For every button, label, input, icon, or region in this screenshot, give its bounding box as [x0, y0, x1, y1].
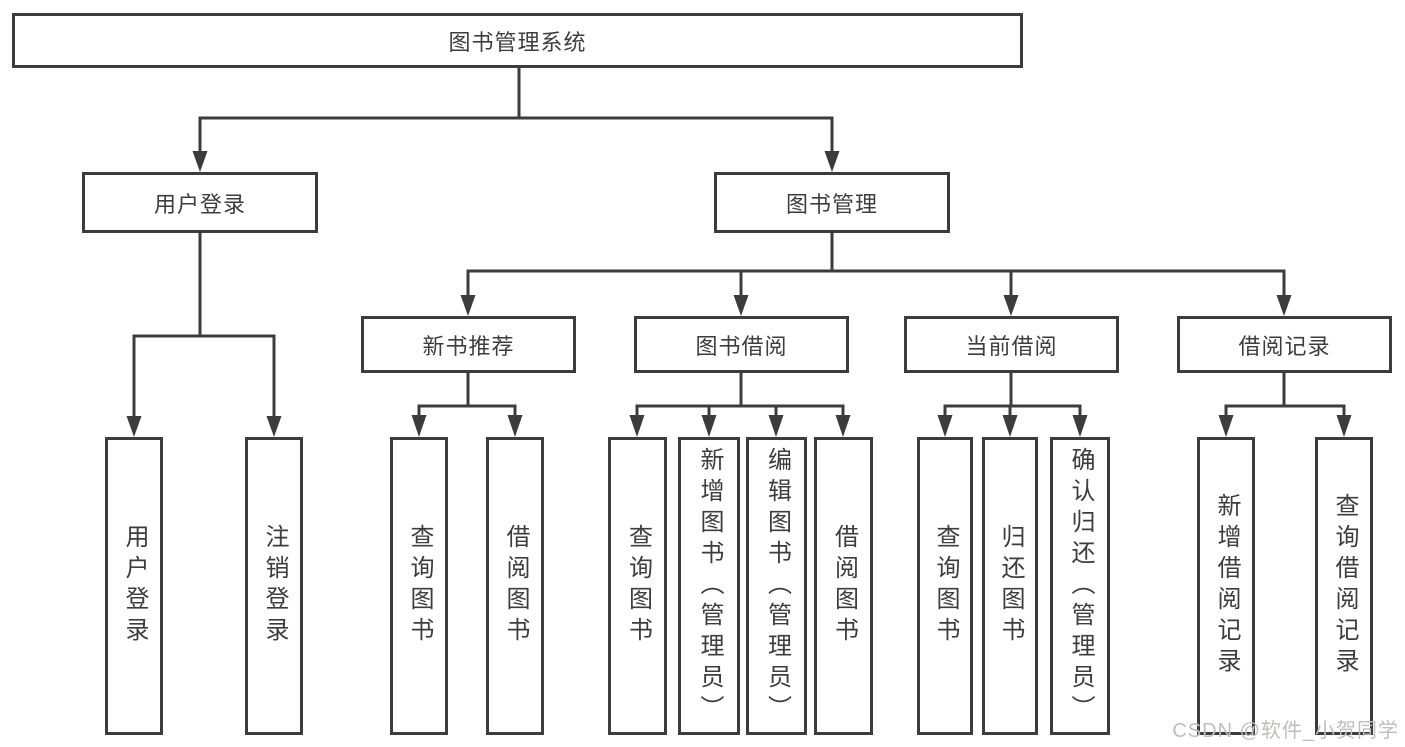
leaf-edit-books-admin: 编辑图书（管理员） — [746, 437, 807, 735]
leaf-add-books-admin: 新增图书（管理员） — [678, 437, 740, 735]
leaf-query-books-current: 查询图书 — [917, 437, 973, 735]
arrow-down-icon — [835, 415, 851, 437]
connector-current-to-leaves — [937, 371, 1088, 437]
arrow-down-icon — [460, 295, 476, 316]
leaf-user-login: 用户登录 — [105, 437, 163, 735]
arrow-down-icon — [1276, 295, 1292, 316]
arrow-down-icon — [1218, 415, 1234, 437]
arrow-down-icon — [266, 416, 282, 437]
leaf-query-books-current-label: 查询图书 — [932, 524, 959, 648]
arrow-down-icon — [192, 151, 208, 172]
arrow-down-icon — [1003, 295, 1019, 316]
node-root: 图书管理系统 — [12, 13, 1023, 68]
node-user-login: 用户登录 — [82, 172, 318, 233]
arrow-down-icon — [701, 415, 717, 437]
leaf-add-borrow-record: 新增借阅记录 — [1197, 437, 1255, 735]
connector-bookmgmt-to-level2 — [460, 231, 1292, 316]
node-borrowing-records: 借阅记录 — [1177, 316, 1392, 373]
leaf-borrow-books-borrowing-label: 借阅图书 — [830, 524, 858, 648]
leaf-confirm-return-admin-label: 确认归还（管理员） — [1067, 446, 1094, 726]
connector-userlogin-to-leaves — [126, 231, 282, 437]
arrow-down-icon — [126, 416, 142, 437]
leaf-logout: 注销登录 — [245, 437, 303, 735]
leaf-query-books-borrowing-label: 查询图书 — [624, 524, 652, 648]
leaf-add-borrow-record-label: 新增借阅记录 — [1213, 493, 1240, 679]
leaf-user-login-label: 用户登录 — [121, 524, 148, 648]
node-book-management-label: 图书管理 — [785, 191, 878, 217]
connector-newbooks-to-leaves — [411, 371, 523, 437]
leaf-query-books-borrowing: 查询图书 — [608, 437, 667, 735]
leaf-query-books-recommend-label: 查询图书 — [406, 524, 433, 648]
arrow-down-icon — [937, 415, 953, 437]
leaf-logout-label: 注销登录 — [261, 524, 288, 648]
connector-records-to-leaves — [1218, 371, 1352, 437]
connector-borrowing-to-leaves — [629, 371, 851, 437]
node-book-management: 图书管理 — [714, 172, 950, 233]
leaf-confirm-return-admin: 确认归还（管理员） — [1050, 437, 1110, 735]
leaf-query-books-recommend: 查询图书 — [390, 437, 448, 735]
node-new-book-recommend: 新书推荐 — [361, 316, 576, 373]
node-book-borrowing-label: 图书借阅 — [695, 333, 788, 359]
node-current-borrowing-label: 当前借阅 — [965, 333, 1058, 359]
arrow-down-icon — [411, 415, 427, 437]
leaf-query-borrow-record-label: 查询借阅记录 — [1331, 493, 1358, 679]
arrow-down-icon — [1336, 415, 1352, 437]
leaf-borrow-books-recommend-label: 借阅图书 — [502, 524, 529, 648]
arrow-down-icon — [1002, 415, 1018, 437]
node-root-label: 图书管理系统 — [448, 29, 587, 55]
arrow-down-icon — [1072, 415, 1088, 437]
arrow-down-icon — [629, 415, 645, 437]
arrow-down-icon — [507, 415, 523, 437]
leaf-borrow-books-recommend: 借阅图书 — [486, 437, 544, 735]
node-borrowing-records-label: 借阅记录 — [1238, 333, 1331, 359]
watermark-text: CSDN @软件_小贺同学 — [1172, 720, 1399, 742]
arrow-down-icon — [733, 295, 749, 316]
node-book-borrowing: 图书借阅 — [634, 316, 849, 373]
node-user-login-label: 用户登录 — [153, 191, 246, 217]
connector-root-to-level1 — [192, 66, 840, 172]
leaf-query-borrow-record: 查询借阅记录 — [1315, 437, 1373, 735]
node-current-borrowing: 当前借阅 — [904, 316, 1119, 373]
leaf-return-books-label: 归还图书 — [997, 524, 1024, 648]
leaf-edit-books-admin-label: 编辑图书（管理员） — [763, 446, 791, 726]
leaf-add-books-admin-label: 新增图书（管理员） — [696, 446, 723, 726]
node-new-book-recommend-label: 新书推荐 — [422, 333, 515, 359]
arrow-down-icon — [768, 415, 784, 437]
leaf-return-books: 归还图书 — [982, 437, 1038, 735]
leaf-borrow-books-borrowing: 借阅图书 — [814, 437, 873, 735]
arrow-down-icon — [824, 151, 840, 172]
